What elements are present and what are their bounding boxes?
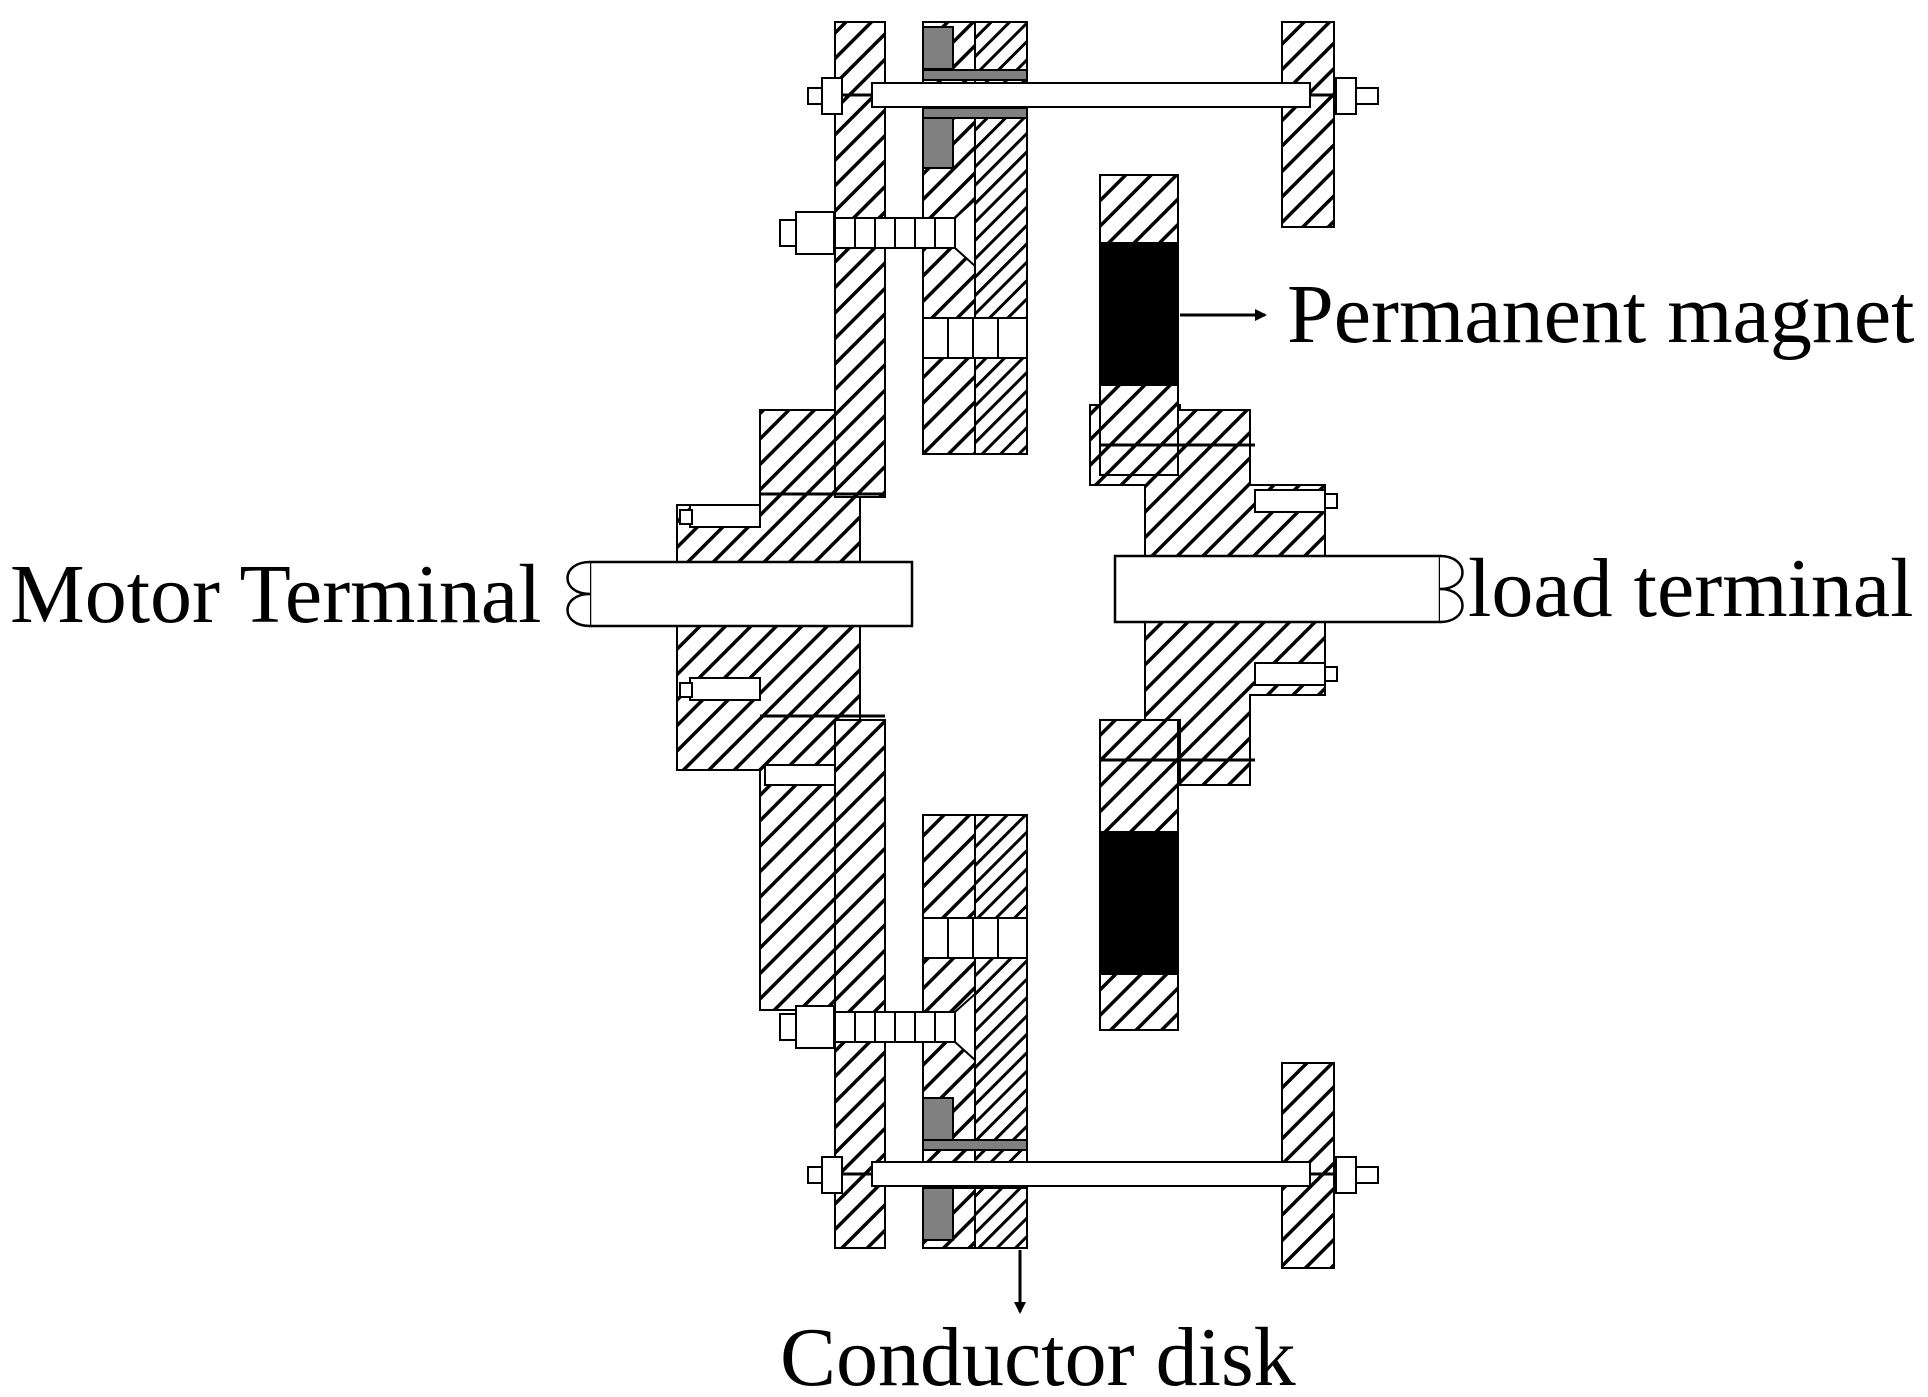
- magnet-carrier-lower-bottom: [1099, 973, 1179, 1031]
- gray-strip-upper: [922, 69, 1028, 81]
- motor-hub: [676, 409, 861, 1011]
- load-outer-plate-upper: [1281, 21, 1335, 228]
- permanent-magnet-upper: [1099, 242, 1179, 386]
- gray-strip-lower: [922, 1139, 1028, 1151]
- conductor-disk-label: Conductor disk: [780, 1311, 1296, 1397]
- magnet-carrier-lower-top: [1099, 719, 1179, 833]
- load-shaft: [1113, 554, 1464, 624]
- motor-shaft: [566, 560, 914, 628]
- magnet-carrier-upper-top: [1099, 174, 1179, 244]
- motor-outer-plate-lower: [834, 719, 886, 1249]
- tie-rod-upper: [807, 77, 1379, 115]
- countersunk-screw-upper: [779, 197, 1028, 359]
- load-side-assembly: [1089, 21, 1338, 1269]
- load-hub-bolts: [1100, 443, 1338, 762]
- permanent-magnet-lower: [1099, 831, 1179, 975]
- motor-side-assembly: [676, 21, 1028, 1249]
- gray-insert-upper-a: [922, 26, 954, 70]
- magnet-carrier-upper-bottom: [1099, 384, 1179, 476]
- permanent-magnet-label: Permanent magnet: [1287, 268, 1914, 361]
- gray-strip-upper-2: [922, 107, 1028, 119]
- gray-insert-lower-a: [922, 1097, 954, 1141]
- motor-terminal-label: Motor Terminal: [10, 548, 541, 641]
- load-terminal-label: load terminal: [1468, 542, 1914, 635]
- motor-hub-bolts: [679, 492, 885, 718]
- gray-insert-lower-b: [922, 1187, 954, 1241]
- countersunk-screw-lower: [779, 917, 1028, 1063]
- tie-rod-lower: [807, 1156, 1379, 1194]
